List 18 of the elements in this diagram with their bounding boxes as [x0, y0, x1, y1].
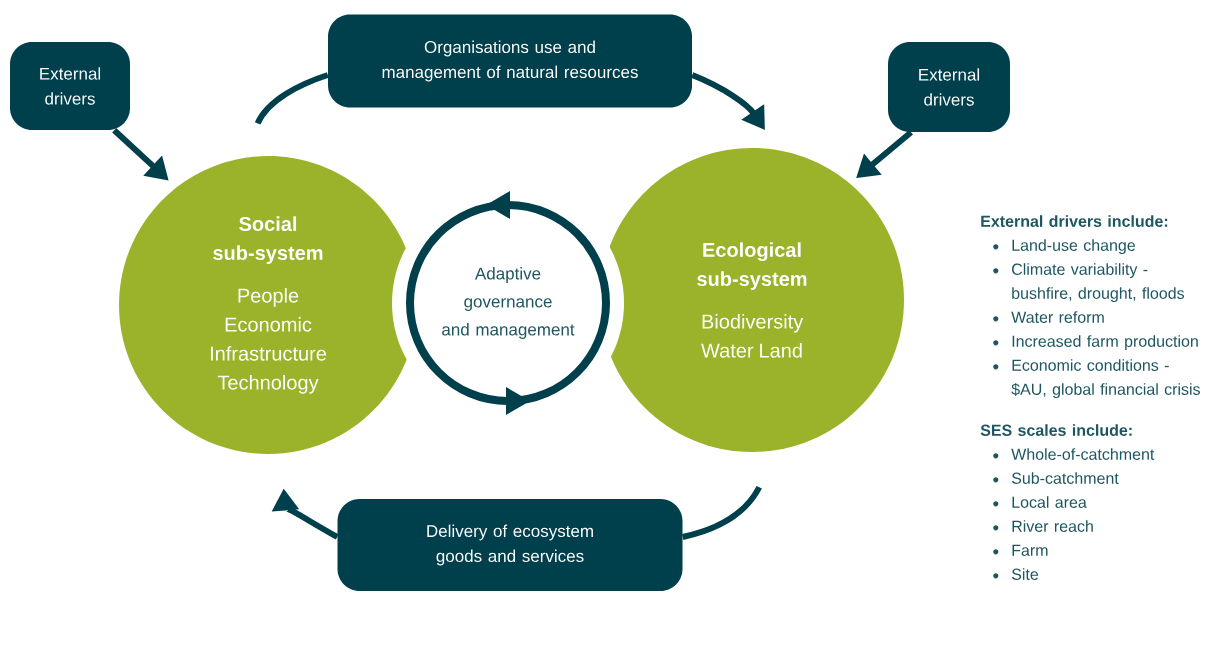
node-label: Adaptive governance and management — [442, 267, 575, 339]
rounded-box: Delivery of ecosystem goods and services — [337, 499, 683, 591]
list-item: Whole-of-catchment — [993, 448, 1155, 460]
list-item: River reach — [993, 520, 1093, 532]
rounded-box: External drivers — [10, 42, 130, 130]
list-item: Site — [993, 568, 1039, 580]
list-item: Economic conditions - $AU, global financial crisis — [993, 359, 1200, 399]
list-item: Sub-catchment — [993, 472, 1119, 484]
list-item: Increased farm production — [993, 335, 1198, 351]
list-heading: SES scales include: — [980, 424, 1132, 436]
rounded-box: Organisations use and management of natural resources — [328, 14, 692, 108]
list-item: Farm — [993, 544, 1048, 556]
list-item: Local area — [993, 496, 1087, 508]
list-item: Land-use change — [993, 239, 1135, 255]
list-item: Water reform — [993, 311, 1104, 323]
list-item: Climate variability - bushfire, drought, floods — [993, 263, 1184, 303]
rounded-box: External drivers — [888, 42, 1010, 132]
list-heading: External drivers include: — [981, 215, 1168, 227]
